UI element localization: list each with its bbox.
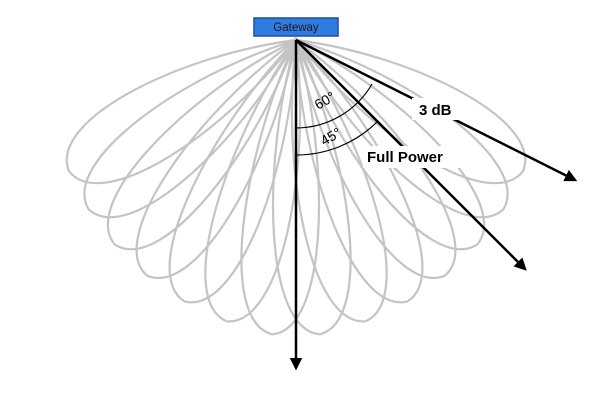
beam-lobe xyxy=(168,37,298,304)
beam-lobe xyxy=(83,38,299,219)
full-power-label-bg xyxy=(363,146,463,168)
beam-lobe xyxy=(271,36,352,336)
arrow-labels: 3 dB Full Power xyxy=(363,98,463,168)
gateway-node: Gateway xyxy=(253,17,339,37)
beam-lobe xyxy=(107,37,298,251)
beam-lobe xyxy=(290,36,388,323)
3db-label-bg xyxy=(412,98,460,120)
arc-60 xyxy=(295,83,373,129)
3db-label: 3 dB xyxy=(419,102,452,119)
beam-lobes xyxy=(65,36,527,336)
beam-lobe xyxy=(293,38,509,219)
beam-lobe xyxy=(294,37,424,304)
beam-lobe xyxy=(293,38,527,185)
arc-45 xyxy=(295,121,378,156)
beam-lobe xyxy=(135,37,298,279)
gateway-label: Gateway xyxy=(273,22,319,34)
beam-lobe xyxy=(294,37,457,279)
angle-60-label: 60° xyxy=(312,88,338,112)
full-power-label: Full Power xyxy=(367,149,443,166)
angle-arcs xyxy=(295,83,378,156)
beam-lobe xyxy=(65,38,299,185)
gateway-box xyxy=(253,17,339,37)
beam-lobe xyxy=(294,37,485,251)
beam-lobe xyxy=(204,36,302,323)
beam-lobe xyxy=(240,36,321,336)
